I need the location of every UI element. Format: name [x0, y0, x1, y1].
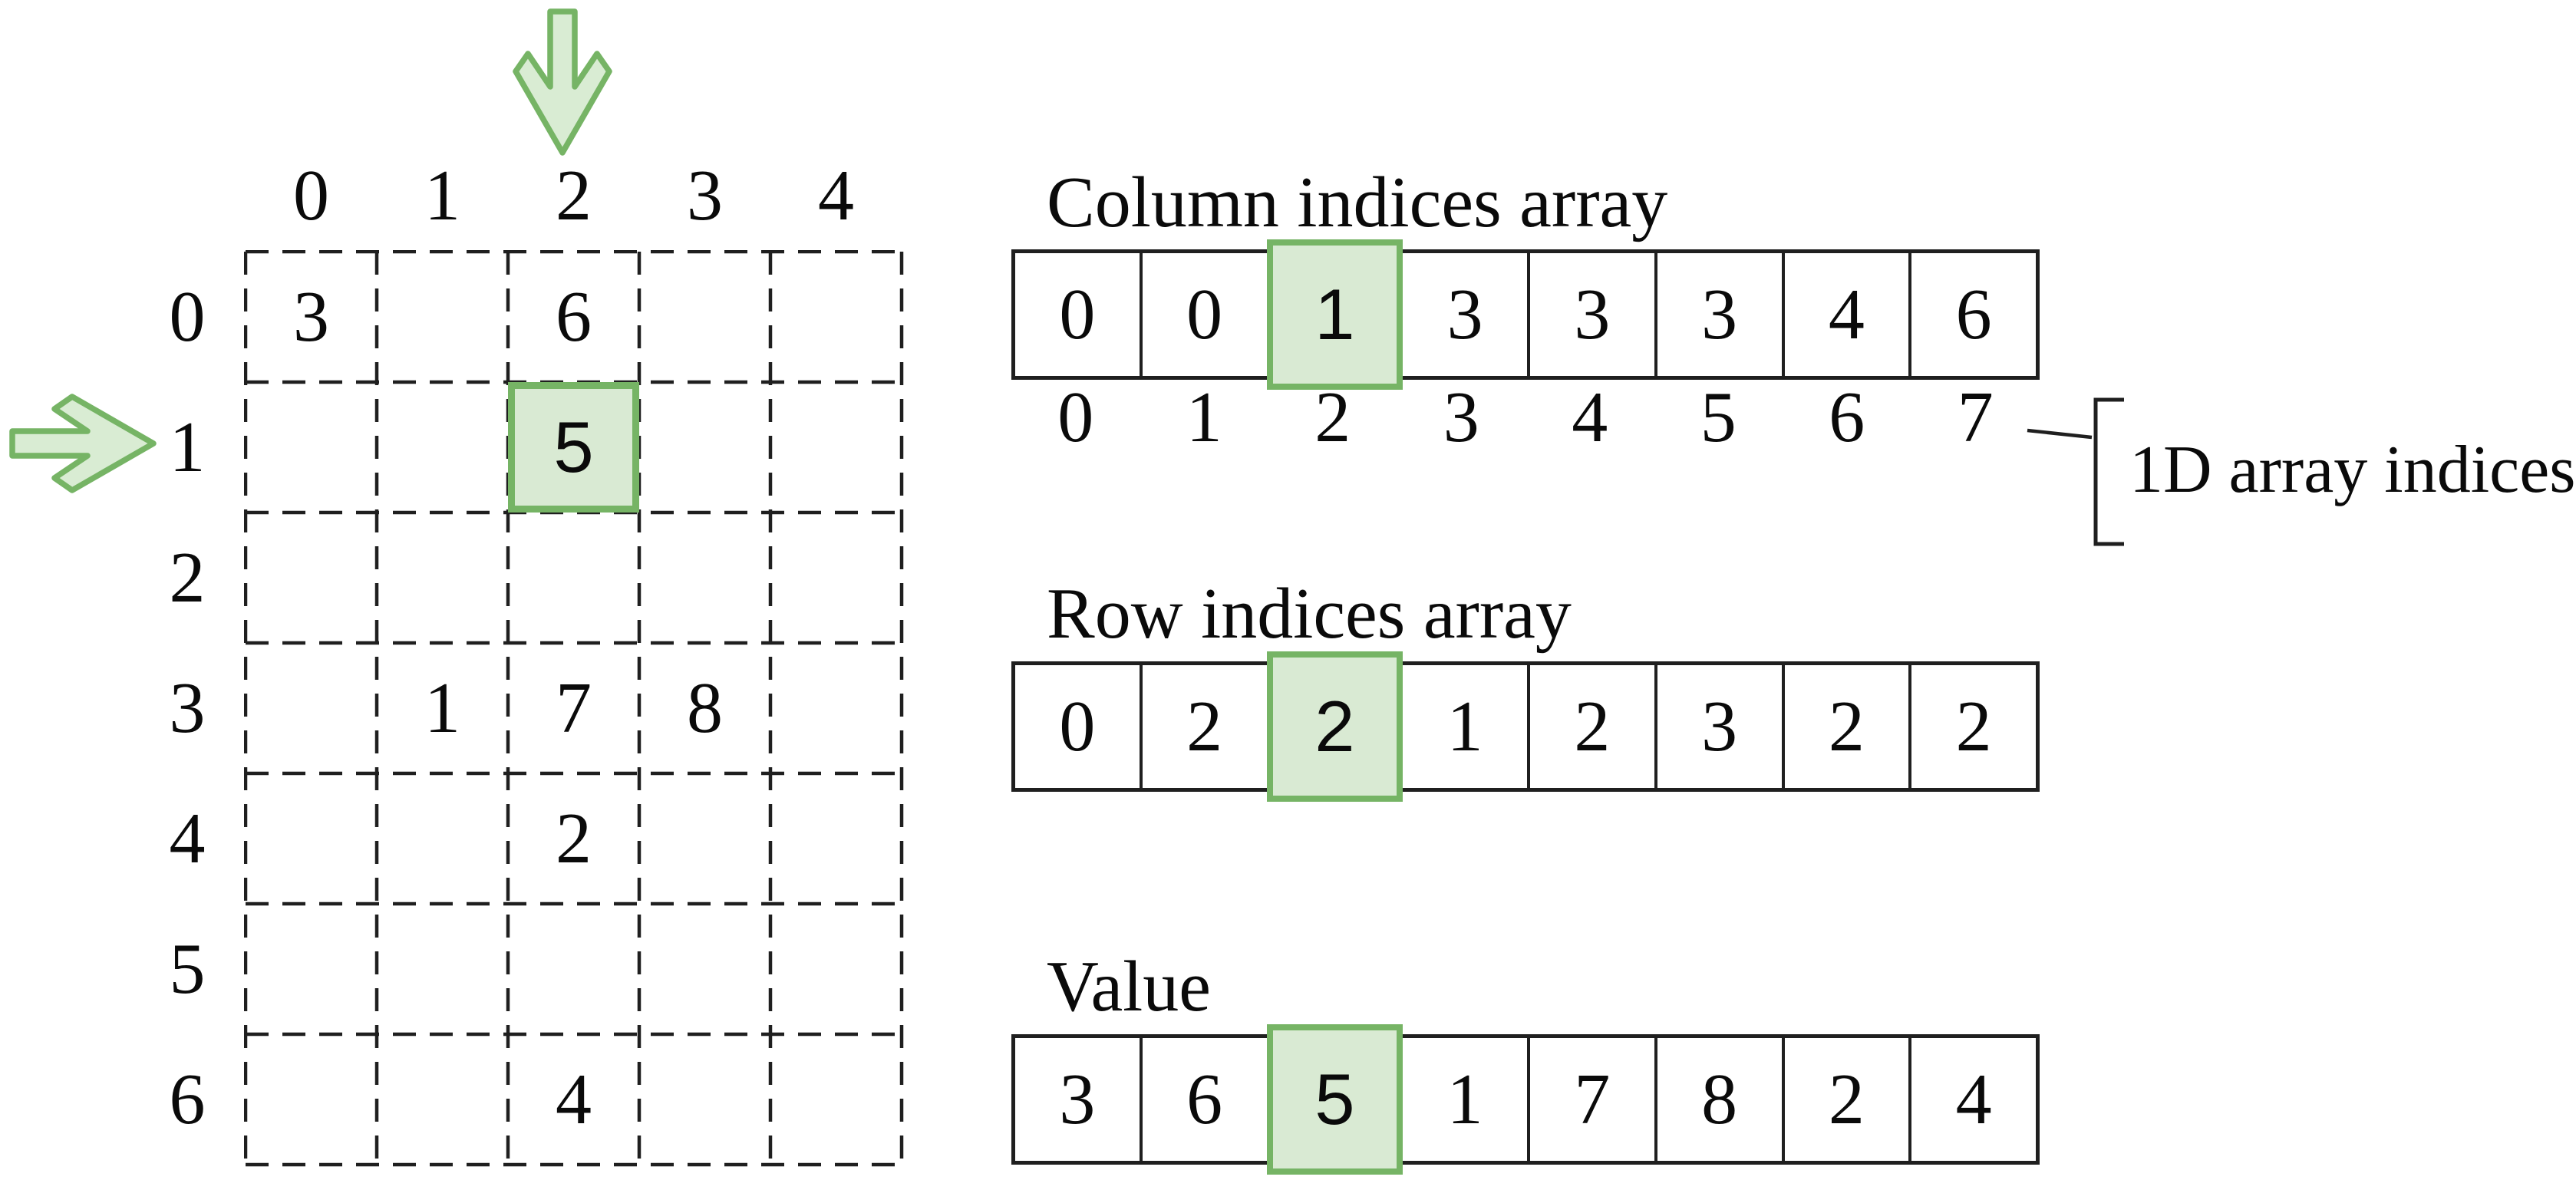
matrix-cell: 4 [556, 1060, 592, 1139]
array-cell: 2 [1785, 665, 1912, 788]
array-cell: 4 [1955, 1060, 1992, 1139]
index-label: 2 [1314, 377, 1351, 457]
array-cell: 1 [1403, 665, 1530, 788]
matrix-col-header: 4 [818, 156, 854, 236]
index-label: 1 [1186, 377, 1222, 457]
array-cell: 6 [1186, 1060, 1223, 1139]
matrix-row-header: 5 [169, 929, 206, 1009]
matrix-row-header: 1 [169, 407, 206, 487]
array-cell: 4 [1785, 253, 1912, 376]
index-label: 0 [1057, 377, 1094, 457]
matrix-col-header: 2 [556, 156, 592, 236]
matrix-cell-highlighted: 5 [508, 382, 639, 513]
matrix-dashed-grid [244, 250, 904, 1167]
one-d-array-indices-label: 1D array indices [2129, 433, 2576, 507]
index-label: 7 [1957, 377, 1994, 457]
array-cell: 3 [1015, 1038, 1143, 1161]
array-cell-highlighted: 1 [1266, 239, 1403, 390]
value-array: 3 6 5 1 7 8 2 4 [1011, 1024, 2040, 1175]
array-cell: 3 [1530, 253, 1657, 376]
matrix-cell: 8 [687, 668, 723, 748]
matrix-col-header: 3 [687, 156, 723, 236]
row-indices-array: 0 2 2 1 2 3 2 2 [1011, 651, 2040, 802]
matrix-row-header: 2 [169, 538, 206, 618]
down-arrow-icon [513, 8, 612, 156]
index-label: 6 [1829, 377, 1865, 457]
array-cell: 2 [1186, 687, 1223, 766]
array-cell: 0 [1186, 275, 1223, 354]
array-cell-highlighted: 5 [1266, 1024, 1403, 1175]
matrix-row-header: 4 [169, 799, 206, 878]
matrix-cells: 3 6 5 1 7 8 2 4 [246, 252, 902, 1165]
matrix-cell: 2 [556, 799, 592, 878]
index-label: 3 [1443, 377, 1479, 457]
array-cell: 6 [1955, 275, 1992, 354]
array-cell: 7 [1530, 1038, 1657, 1161]
column-indices-title: Column indices array [1047, 163, 1668, 242]
array-cell: 3 [1403, 253, 1530, 376]
matrix-col-header: 1 [424, 156, 460, 236]
matrix-cell: 1 [424, 668, 460, 748]
matrix-cell: 7 [556, 668, 592, 748]
array-cell: 8 [1657, 1038, 1785, 1161]
annotation-bracket [2027, 397, 2124, 546]
array-cell: 2 [1785, 1038, 1912, 1161]
matrix-column-headers: 0 1 2 3 4 [246, 159, 902, 232]
matrix-col-header: 0 [293, 156, 329, 236]
matrix-row-headers: 0 1 2 3 4 5 6 [141, 252, 233, 1165]
index-label: 4 [1572, 377, 1608, 457]
array-cell: 0 [1015, 253, 1143, 376]
array-cell: 1 [1403, 1038, 1530, 1161]
right-arrow-icon [9, 394, 157, 493]
row-indices-title: Row indices array [1047, 574, 1572, 654]
array-cell: 2 [1530, 665, 1657, 788]
matrix-row-header: 6 [169, 1060, 206, 1139]
column-indices-array: 0 0 1 3 3 3 4 6 [1011, 239, 2040, 390]
array-cell: 0 [1015, 665, 1143, 788]
array-cell: 2 [1955, 687, 1992, 766]
index-label: 5 [1700, 377, 1737, 457]
array-cell-highlighted: 2 [1266, 651, 1403, 802]
array-cell: 3 [1657, 665, 1785, 788]
array-cell: 3 [1657, 253, 1785, 376]
matrix-row-header: 0 [169, 277, 206, 357]
value-array-title: Value [1047, 947, 1212, 1027]
matrix-cell: 3 [293, 277, 329, 357]
matrix-row-header: 3 [169, 668, 206, 748]
matrix-cell: 6 [556, 277, 592, 357]
one-d-index-labels: 0 1 2 3 4 5 6 7 [1011, 381, 2040, 454]
